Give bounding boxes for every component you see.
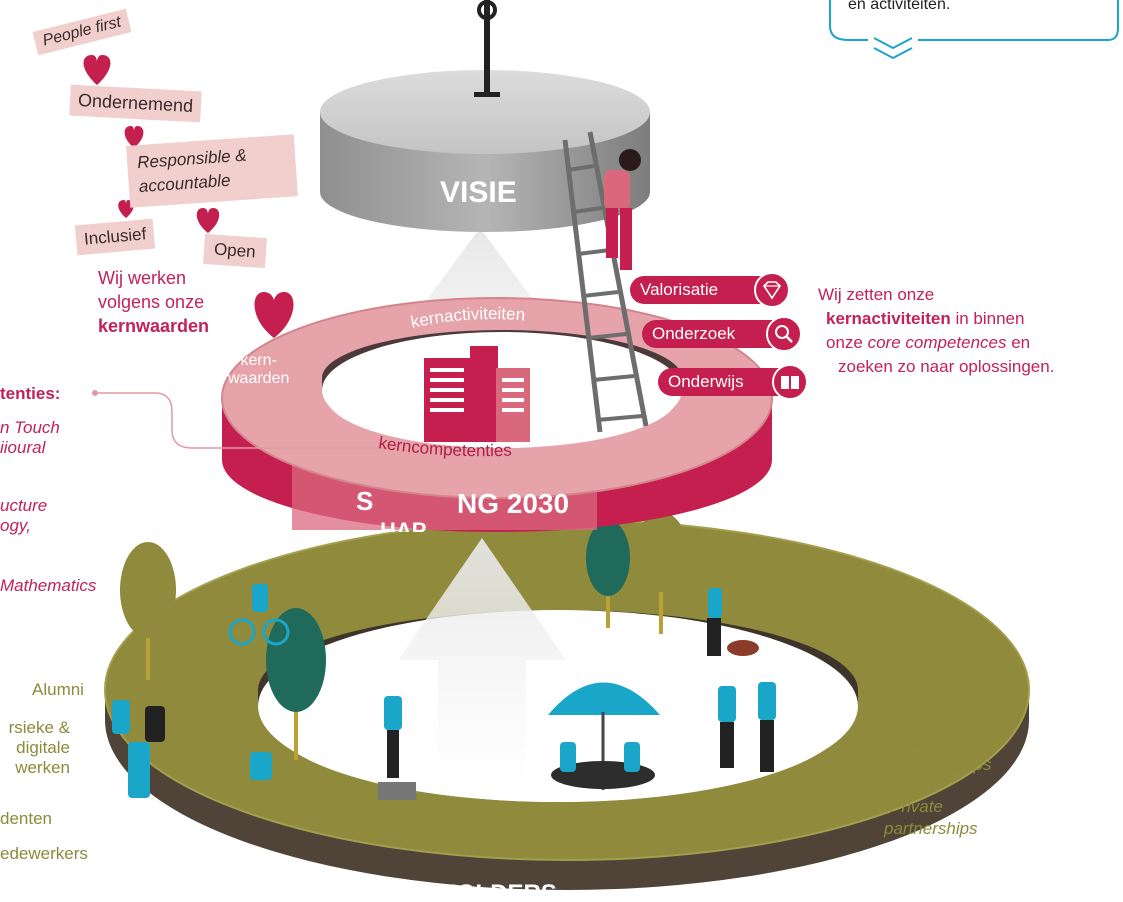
tree-center-left <box>266 608 326 760</box>
stakeholders-title: STAKEHOLDERS <box>360 880 557 902</box>
activities-caption-line3-post: en <box>1006 333 1031 352</box>
competences-heading: tenties: <box>0 384 61 403</box>
heart-icons <box>83 55 294 338</box>
tree-left <box>120 542 176 680</box>
stakeholder-public: Public partnerships <box>890 732 992 776</box>
ring-left-label-1: kern- <box>240 352 277 369</box>
competences-list-1: n Touch iioural <box>0 418 60 458</box>
strategy-sub: HAP <box>380 518 427 532</box>
values-caption-line2: volgens onze <box>98 292 205 312</box>
activity-onderwijs[interactable]: Onderwijs <box>658 364 808 400</box>
activities-caption-line2-rest: in binnen <box>950 309 1025 328</box>
activities-caption-bold: kernactiviteiten <box>826 309 951 328</box>
magnifier-icon <box>766 316 802 352</box>
values-caption-line1: Wij werken <box>98 268 187 288</box>
competences-line2: iioural <box>0 438 46 457</box>
competences-line3: ucture <box>0 496 48 515</box>
activities-caption-line1: Wij zetten onze <box>818 285 935 304</box>
stakeholder-fysieke-1: rsieke & <box>8 718 70 737</box>
stakeholder-public-1: Public <box>890 733 937 752</box>
tree-back-right-1 <box>586 520 630 628</box>
activity-valorisatie-label: Valorisatie <box>640 280 719 299</box>
tag-open: Open <box>203 233 267 269</box>
activity-onderzoek[interactable]: Onderzoek <box>642 316 802 352</box>
arrow-bottom <box>398 538 566 790</box>
stakeholder-fysieke-2: digitale <box>16 738 70 757</box>
activities-caption-line4: zoeken zo naar oplossingen. <box>838 357 1055 376</box>
climbing-woman <box>604 149 641 270</box>
campus-building <box>424 346 530 442</box>
tree-back-right-2 <box>634 512 688 634</box>
ladder <box>562 131 649 433</box>
stakeholder-private-1: Private <box>890 797 943 816</box>
stakeholder-private-2: partnerships <box>884 819 978 838</box>
competences-line1: n Touch <box>0 418 60 437</box>
chevron-down-icon[interactable] <box>873 37 913 60</box>
activity-onderzoek-label: Onderzoek <box>652 324 736 343</box>
callout-frame <box>829 0 1119 41</box>
visie-disc <box>320 0 650 232</box>
activities-caption: Wij zetten onze kernactiviteiten in binn… <box>818 283 1054 379</box>
stakeholder-public-2: partnerships <box>898 755 992 774</box>
values-caption: Wij werken volgens onze kernwaarden <box>98 266 209 338</box>
ring-left-label-2: waarden <box>228 370 290 387</box>
stakeholder-fysieke-3: werken <box>15 758 70 777</box>
activities-caption-line3-pre: onze <box>826 333 868 352</box>
competences-connector <box>95 392 400 449</box>
tag-responsible: Responsible & accountable <box>126 134 298 208</box>
stakeholder-fysieke: rsieke & digitale werken <box>0 718 70 778</box>
people-figures <box>112 584 776 800</box>
stakeholder-private: Private partnerships <box>884 796 978 840</box>
strategy-year: NG 2030 <box>457 488 570 519</box>
diamond-icon <box>754 272 790 308</box>
stakeholder-alumni: Alumni <box>32 680 84 699</box>
ring-left-label: kern- waarden <box>228 352 289 388</box>
activities-caption-line3: onze core competences en <box>818 331 1054 355</box>
competences-list-2: ucture ogy, <box>0 496 47 536</box>
book-icon <box>772 364 808 400</box>
callout-text: en activiteiten. <box>848 0 951 13</box>
values-caption-bold: kernwaarden <box>98 316 210 336</box>
activities-caption-italic: core competences <box>867 333 1007 352</box>
stakeholder-medewerkers: edewerkers <box>0 844 88 863</box>
stakeholder-studenten: denten <box>0 809 52 828</box>
activity-onderwijs-label: Onderwijs <box>668 372 744 391</box>
competences-line5: Mathematics <box>0 576 97 595</box>
activity-valorisatie[interactable]: Valorisatie <box>630 272 790 308</box>
stakeholder-burgers: Burgers <box>876 688 936 707</box>
activities-caption-line2: kernactiviteiten in binnen <box>818 307 1054 331</box>
strategy-title: S <box>356 486 374 516</box>
competences-line4: ogy, <box>0 516 31 535</box>
visie-label: VISIE <box>440 176 517 209</box>
